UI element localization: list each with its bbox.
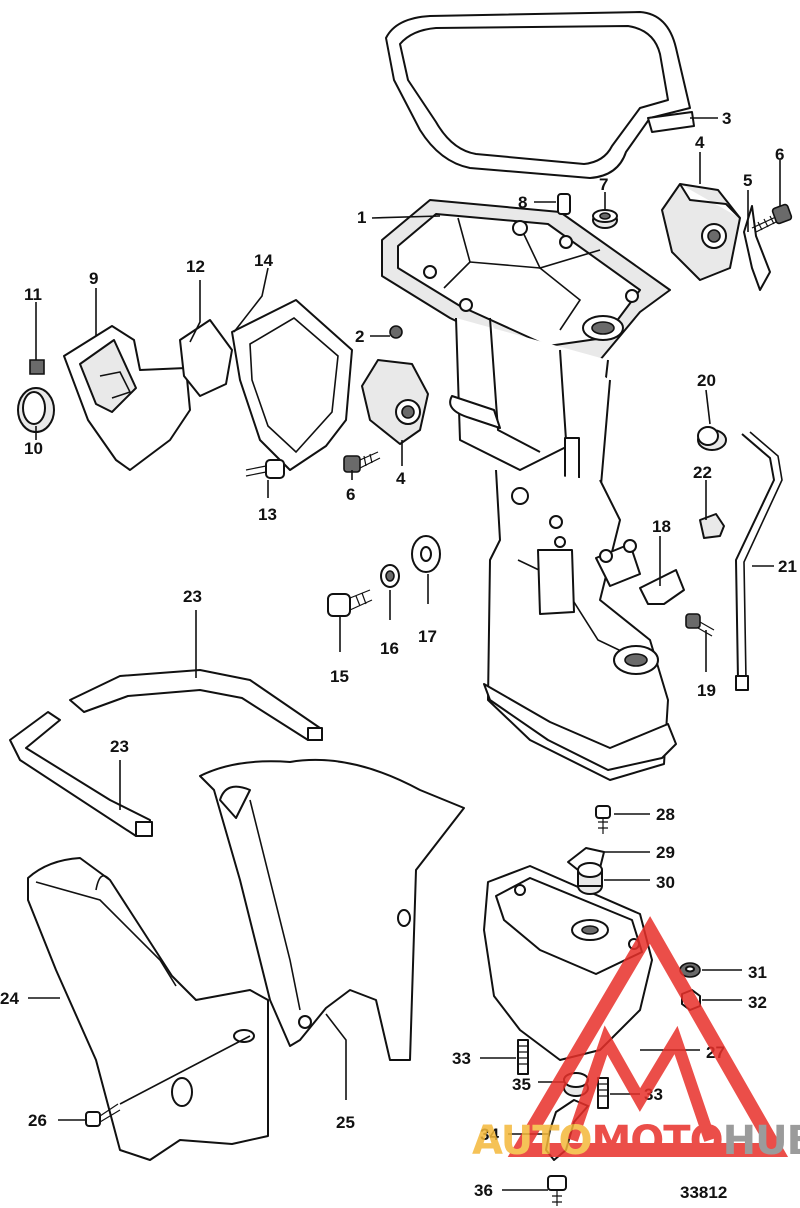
callout-21: 21 <box>778 557 797 576</box>
callout-4-lower: 4 <box>396 469 406 488</box>
cover-screw <box>29 359 45 375</box>
leader-lines <box>28 117 781 1191</box>
housing-gasket <box>231 299 353 471</box>
gasket-screw <box>245 459 285 479</box>
callout-15: 15 <box>330 667 349 686</box>
stud-33a <box>517 1039 529 1075</box>
cowl-seal-lower <box>9 711 153 837</box>
watermark-m-mark <box>566 1025 716 1142</box>
cowl-seal-upper <box>69 669 323 741</box>
callout-2: 2 <box>355 327 364 346</box>
lock-washer <box>380 564 400 588</box>
callout-35: 35 <box>512 1075 531 1094</box>
lower-cowl-starboard <box>199 759 465 1061</box>
cowl-screw <box>85 1103 121 1127</box>
callout-6-lower: 6 <box>346 485 355 504</box>
grommet <box>592 209 618 229</box>
bolt-36 <box>547 1175 567 1206</box>
ground-strap <box>743 205 771 291</box>
callout-33-left: 33 <box>452 1049 471 1068</box>
callout-9: 9 <box>89 269 98 288</box>
callout-26: 26 <box>28 1111 47 1130</box>
driveshaft-housing <box>381 199 677 781</box>
callout-31: 31 <box>748 963 767 982</box>
callout-12: 12 <box>186 257 205 276</box>
watermark-logo: AUTOMOTOHUB <box>472 916 800 1164</box>
callout-34: 34 <box>480 1125 499 1144</box>
callout-1: 1 <box>357 208 366 227</box>
callout-14: 14 <box>254 251 273 270</box>
lower-cowl-port <box>27 857 269 1161</box>
callout-10: 10 <box>24 439 43 458</box>
watermark-triangle-outer <box>507 916 789 1157</box>
callout-4-upper: 4 <box>695 133 705 152</box>
water-tube <box>735 431 783 691</box>
callout-11: 11 <box>24 285 42 304</box>
callout-6-upper: 6 <box>775 145 784 164</box>
lower-mount <box>361 359 429 445</box>
bracket-screw <box>685 613 715 637</box>
callout-18: 18 <box>652 517 671 536</box>
callout-36: 36 <box>474 1181 493 1200</box>
watermark-text: AUTOMOTOHUB <box>472 1118 800 1164</box>
callout-30: 30 <box>656 873 675 892</box>
exhaust-cover <box>63 325 191 471</box>
stud-33b <box>597 1077 609 1109</box>
callout-7: 7 <box>599 175 608 194</box>
callout-25: 25 <box>336 1113 355 1132</box>
upper-mount <box>661 183 741 281</box>
mount-bolt <box>327 589 373 617</box>
callout-20: 20 <box>697 371 716 390</box>
callout-23-lower: 23 <box>110 737 129 756</box>
water-seal <box>577 862 603 895</box>
callout-24: 24 <box>0 989 19 1008</box>
exhaust-gasket <box>179 319 233 397</box>
callout-3: 3 <box>722 109 731 128</box>
flat-washer <box>411 535 441 573</box>
plate-screw <box>595 805 611 834</box>
callout-28: 28 <box>656 805 675 824</box>
tube-grommet <box>697 426 727 451</box>
washer-31 <box>679 962 701 978</box>
mount-screw <box>343 451 381 473</box>
figure-number: 33812 <box>680 1183 727 1202</box>
callout-16: 16 <box>380 639 399 658</box>
callout-32: 32 <box>748 993 767 1012</box>
dowel-pin <box>557 193 571 215</box>
callout-labels: 3 4 6 5 8 7 1 14 12 9 11 2 10 20 22 4 6 … <box>0 109 797 1202</box>
callout-5: 5 <box>743 171 752 190</box>
tube-seal <box>699 513 725 539</box>
plug <box>389 325 403 339</box>
callout-17: 17 <box>418 627 437 646</box>
cover-seal <box>17 387 55 433</box>
top-seal-ring <box>385 11 695 179</box>
upper-screw <box>751 203 793 233</box>
callout-8: 8 <box>518 193 527 212</box>
callout-22: 22 <box>693 463 712 482</box>
callout-13: 13 <box>258 505 277 524</box>
callout-29: 29 <box>656 843 675 862</box>
bracket <box>639 569 685 605</box>
callout-19: 19 <box>697 681 716 700</box>
callout-23-upper: 23 <box>183 587 202 606</box>
